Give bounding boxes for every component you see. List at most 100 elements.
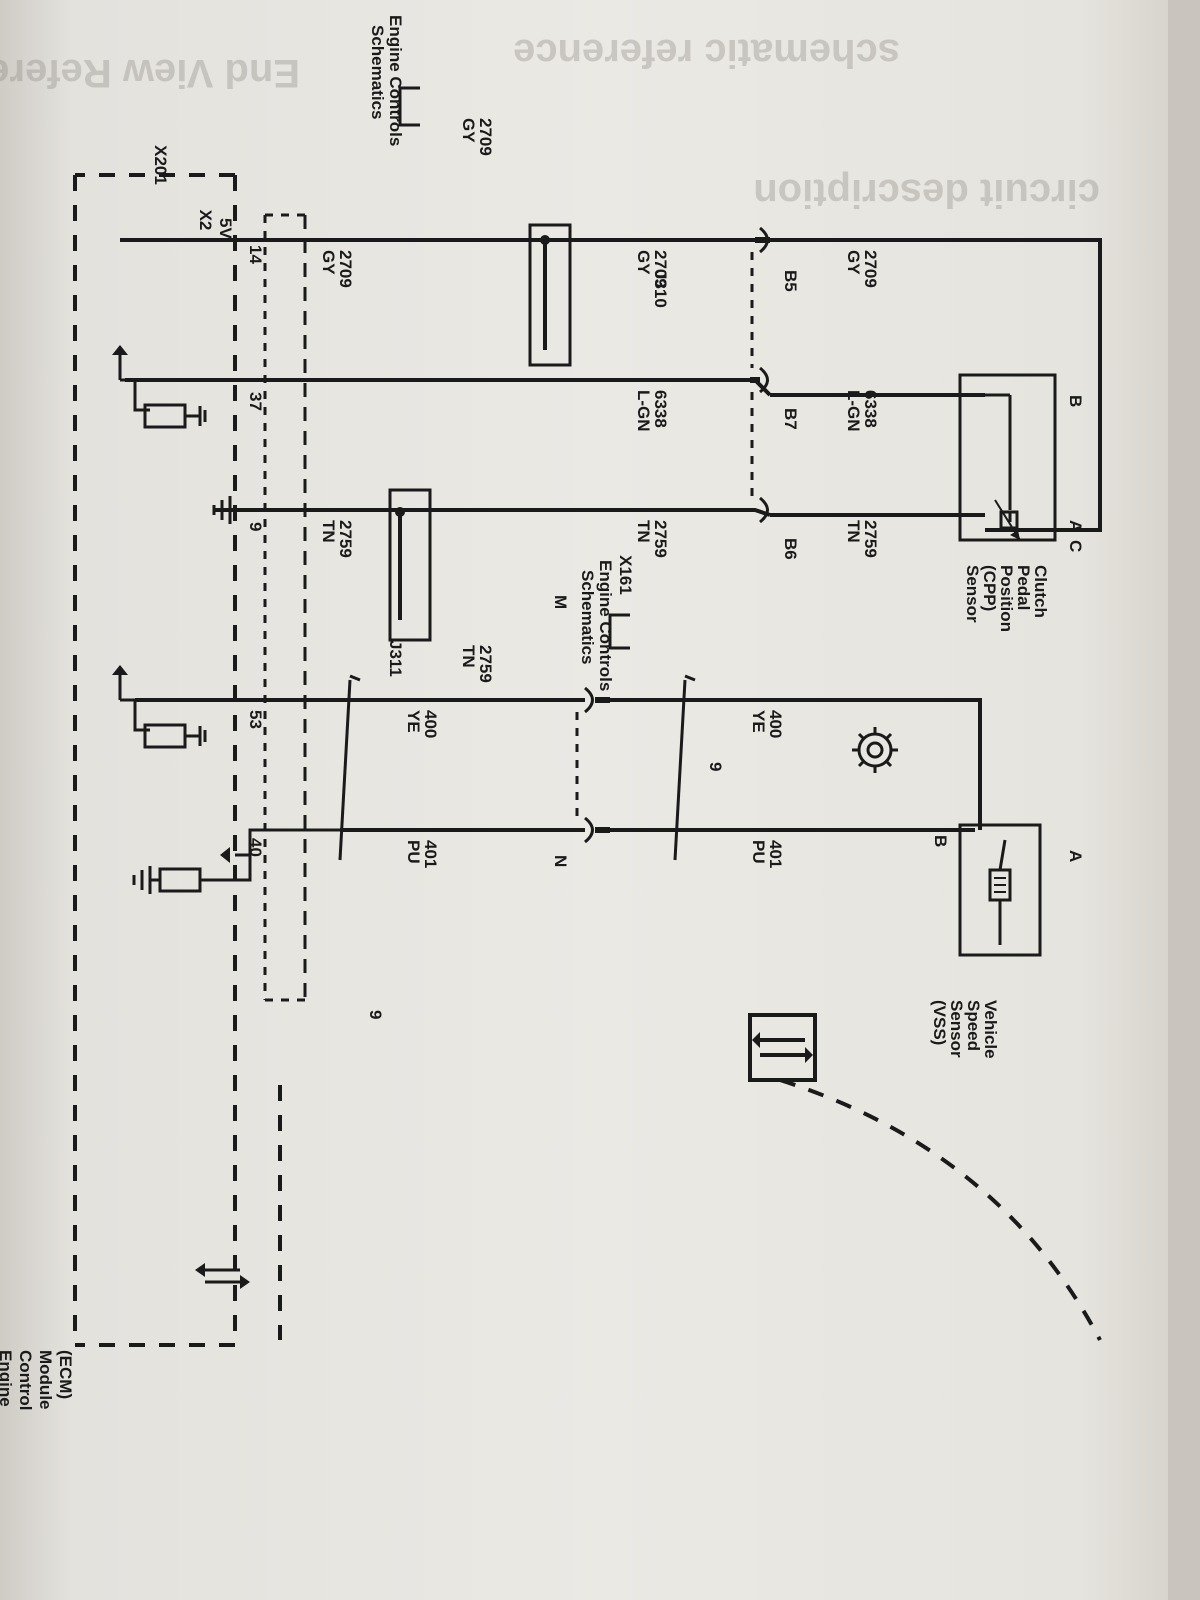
svg-text:2709: 2709	[651, 250, 670, 288]
svg-text:Engine Controls: Engine Controls	[596, 560, 615, 691]
vss-pin-a-label: A	[1066, 850, 1085, 862]
wire-label-401-lower: 401 PU	[404, 840, 440, 868]
svg-text:Sensor: Sensor	[947, 1000, 966, 1058]
splice-j310-label: J310	[651, 270, 670, 308]
pin-14-label: 14	[246, 245, 265, 264]
wire-label-2759-lower: 2759 TN	[319, 520, 355, 558]
svg-text:Engine: Engine	[0, 1350, 15, 1407]
svg-text:2759: 2759	[861, 520, 880, 558]
x2-connector	[263, 213, 307, 1002]
twist-label-upper: 9	[706, 762, 725, 771]
svg-text:Speed: Speed	[964, 1000, 983, 1051]
pin-9-label: 9	[246, 522, 265, 531]
vss-pin-b-label: B	[931, 835, 950, 847]
connector-x2-label: X2	[196, 210, 215, 231]
svg-text:2759: 2759	[336, 520, 355, 558]
svg-text:400: 400	[766, 710, 785, 738]
svg-text:Pedal: Pedal	[1014, 565, 1033, 610]
pull-up-resistor-icon	[112, 665, 207, 749]
pin-b6-label: B6	[781, 538, 800, 560]
wire-label-2709-upper: 2709 GY	[844, 250, 880, 288]
svg-text:GY: GY	[844, 250, 863, 275]
wire-label-6338-lower: 6338 L-GN	[634, 390, 670, 432]
svg-text:2709: 2709	[336, 250, 355, 288]
voltage-label: 5V	[216, 218, 235, 239]
splice-j311-label: J311	[386, 640, 405, 677]
pin-37-label: 37	[246, 392, 265, 411]
svg-text:Engine Controls: Engine Controls	[386, 15, 405, 146]
wire-label-2759-mid: 2759 TN	[634, 520, 670, 558]
engine-controls-ref-lower: Engine Controls Schematics	[578, 560, 615, 691]
pin-40-label: 40	[246, 838, 265, 857]
data-link-icon	[278, 1013, 1102, 1341]
svg-text:GY: GY	[319, 250, 338, 275]
svg-text:PU: PU	[749, 840, 768, 864]
svg-text:Vehicle: Vehicle	[981, 1000, 1000, 1059]
ecm-box	[73, 173, 237, 1347]
cpp-pin-a-label: A	[1066, 520, 1085, 532]
wire-label-2759-upper: 2759 TN	[844, 520, 880, 558]
svg-text:Sensor: Sensor	[963, 565, 982, 623]
twist-label-lower: 9	[366, 1010, 385, 1019]
svg-text:YE: YE	[404, 710, 423, 733]
wire-label-6338-upper: 6338 L-GN	[844, 390, 880, 432]
cpp-pin-b-label: B	[1066, 395, 1085, 407]
pin-b7-label: B7	[781, 408, 800, 430]
svg-text:Module: Module	[36, 1350, 55, 1410]
connector-x161-label: X161	[616, 555, 635, 595]
bleed-through: schematic reference circuit description …	[0, 31, 1100, 215]
cpp-pin-c-label: C	[1066, 540, 1085, 552]
svg-text:TN: TN	[459, 645, 478, 668]
bidirectional-arrows-icon	[195, 1263, 250, 1289]
pull-up-resistor-icon	[112, 345, 207, 429]
engine-controls-ref-upper: Engine Controls Schematics	[368, 15, 405, 146]
svg-text:Clutch: Clutch	[1031, 565, 1050, 618]
pin-b5-label: B5	[781, 270, 800, 292]
svg-text:2759: 2759	[651, 520, 670, 558]
ground-icon	[212, 496, 232, 524]
svg-text:Position: Position	[997, 565, 1016, 632]
pin-53-label: 53	[246, 710, 265, 729]
svg-text:GY: GY	[634, 250, 653, 275]
wire-label-401-upper: 401 PU	[749, 840, 785, 868]
svg-text:400: 400	[421, 710, 440, 738]
svg-text:schematic reference: schematic reference	[513, 31, 900, 75]
page-edge	[1168, 0, 1200, 1600]
vss-sensor	[958, 823, 1042, 957]
svg-text:Schematics: Schematics	[578, 570, 597, 665]
x201-connector	[750, 226, 769, 524]
svg-text:TN: TN	[844, 520, 863, 543]
wire-label-2709-ref: 2709 GY	[459, 118, 495, 156]
pin-m-label: M	[551, 595, 570, 609]
svg-text:YE: YE	[749, 710, 768, 733]
svg-text:circuit description: circuit description	[753, 171, 1100, 215]
svg-text:L-GN: L-GN	[844, 390, 863, 432]
svg-text:End View Reference: End View Reference	[0, 51, 300, 95]
pin-n-label: N	[551, 855, 570, 867]
wire-label-400-lower: 400 YE	[404, 710, 440, 738]
svg-text:6338: 6338	[651, 390, 670, 428]
svg-text:(CPP): (CPP)	[980, 565, 999, 611]
svg-text:Control: Control	[16, 1350, 35, 1410]
wire-label-2759-ref: 2759 TN	[459, 645, 495, 683]
svg-text:401: 401	[766, 840, 785, 868]
svg-text:L-GN: L-GN	[634, 390, 653, 432]
svg-text:(ECM): (ECM)	[56, 1350, 75, 1399]
wire-label-2709-mid: 2709 GY	[634, 250, 670, 288]
svg-text:2759: 2759	[476, 645, 495, 683]
connector-x201-label: X201	[151, 145, 170, 185]
ecm-label: Engine Control Module (ECM)	[0, 1350, 75, 1410]
wire-label-400-upper: 400 YE	[749, 710, 785, 738]
svg-text:2709: 2709	[861, 250, 880, 288]
wire-label-2709-lower: 2709 GY	[319, 250, 355, 288]
svg-text:TN: TN	[634, 520, 653, 543]
svg-text:Schematics: Schematics	[368, 25, 387, 120]
gear-icon	[852, 727, 898, 773]
svg-text:PU: PU	[404, 840, 423, 864]
ground-icon	[132, 828, 340, 894]
svg-text:TN: TN	[319, 520, 338, 543]
cpp-sensor-label: Clutch Pedal Position (CPP) Sensor	[963, 565, 1050, 632]
svg-text:2709: 2709	[476, 118, 495, 156]
svg-text:401: 401	[421, 840, 440, 868]
svg-text:(VSS): (VSS)	[930, 1000, 949, 1045]
